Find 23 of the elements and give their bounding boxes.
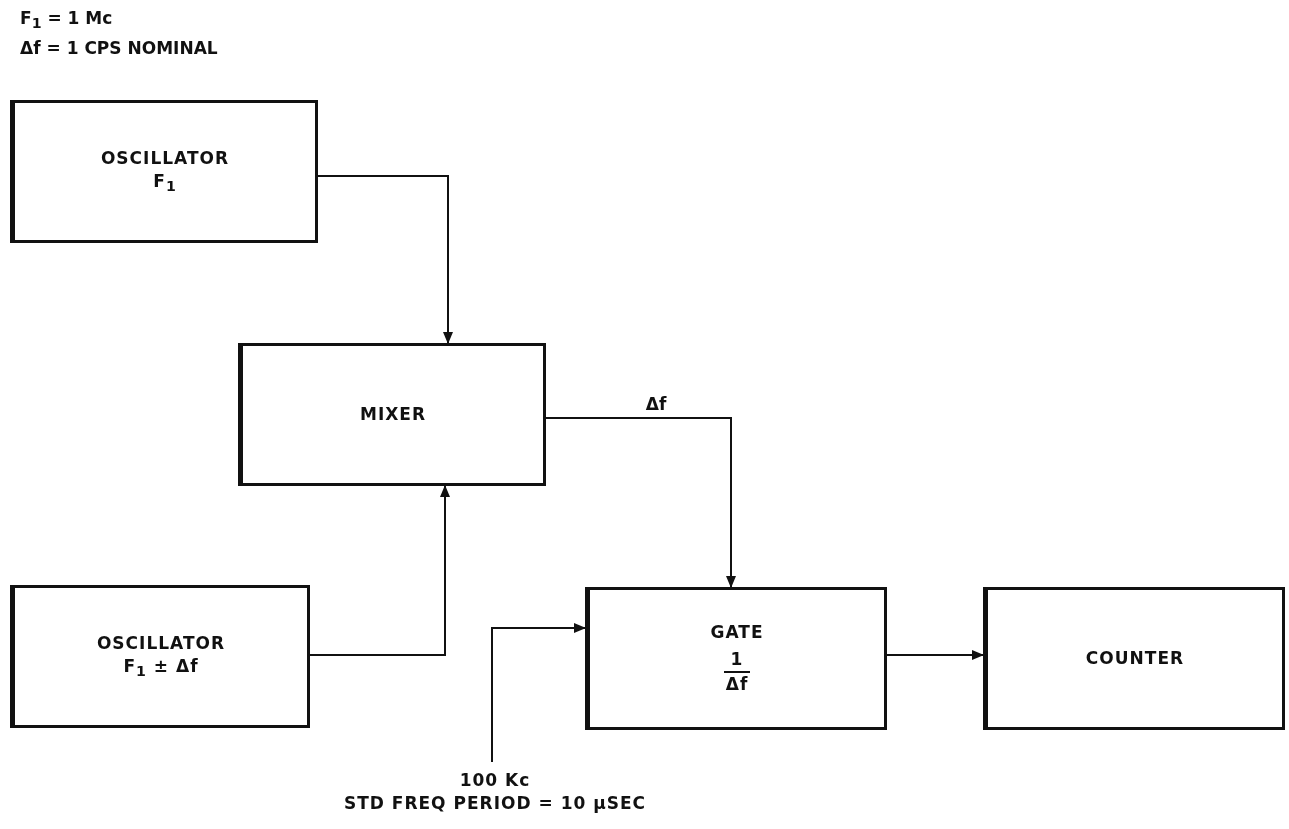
fraction-denominator: Δf [723,670,751,696]
arrow [317,175,453,344]
block-box [585,587,887,730]
note-text: Δf = 1 CPS NOMINAL [20,38,218,58]
block-label: OSCILLATOR [96,631,226,655]
block-box [10,585,310,728]
block-label: STD FREQ PERIOD = 10 μSEC [343,792,647,815]
block-box [983,587,1285,730]
block-label: GATE [710,621,764,645]
block-label: OSCILLATOR [100,146,230,170]
arrow [491,623,586,763]
fraction-numerator: 1 [730,648,744,671]
arrow [545,417,736,588]
block-label: COUNTER [1085,647,1185,670]
block-label: MIXER [359,403,427,426]
note-text: F$_{1}$ = 1 Mc [20,8,113,32]
block-label: F$_{1}$ [153,169,177,197]
arrow [309,485,450,656]
block-label: 100 Kc [459,769,531,792]
block-label: F$_{1}$ ± Δf [123,654,199,682]
block-box [238,343,546,486]
block-box [10,100,318,243]
arrow [886,650,984,660]
